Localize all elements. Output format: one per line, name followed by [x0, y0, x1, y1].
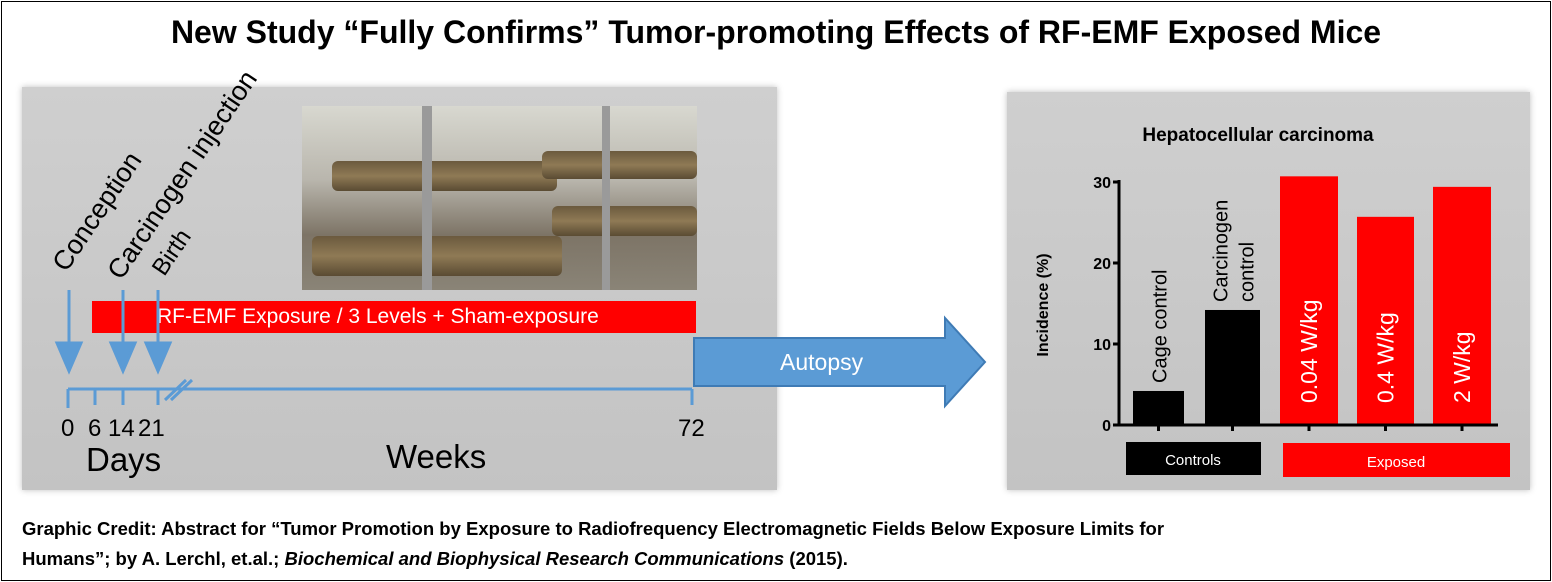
- bar-1: [1205, 309, 1260, 425]
- credit-suffix: (2015).: [784, 548, 848, 569]
- carcinogen-arrowhead: [108, 341, 138, 375]
- tick-0: 0: [61, 415, 75, 442]
- y-axis-label: Incidence (%): [1035, 253, 1052, 356]
- birth-arrowhead: [143, 341, 173, 375]
- y-tick-label-0: 0: [1102, 418, 1111, 435]
- exposure-bar: RF-EMF Exposure / 3 Levels + Sham-exposu…: [92, 301, 696, 333]
- bar-label-1: Carcinogen: [1211, 200, 1233, 302]
- y-tick-label-20: 20: [1093, 256, 1111, 273]
- group-exposed: [1283, 443, 1510, 477]
- tick-6: 6: [88, 415, 102, 442]
- bar-0: [1133, 390, 1184, 425]
- page-title: New Study “Fully Confirms” Tumor-promoti…: [170, 14, 1382, 50]
- bar-label-1: control: [1237, 242, 1259, 302]
- tick-72: 72: [678, 415, 705, 442]
- bar-label-2: 0.04 W/kg: [1296, 299, 1322, 403]
- conception-arrowhead: [54, 341, 84, 375]
- credit-line-1: Graphic Credit: Abstract for “Tumor Prom…: [22, 518, 1165, 539]
- bar-2: [1280, 176, 1338, 425]
- group-controls: [1126, 442, 1261, 475]
- group-exposed-label: Exposed: [1367, 454, 1425, 471]
- days-label: Days: [86, 441, 162, 478]
- y-tick-label-30: 30: [1093, 175, 1111, 192]
- autopsy-label: Autopsy: [780, 349, 864, 375]
- credit-journal: Biochemical and Biophysical Research Com…: [284, 548, 785, 569]
- credit-prefix: Humans”; by A. Lerchl, et.al.;: [22, 548, 285, 569]
- exposure-bar-label: RF-EMF Exposure / 3 Levels + Sham-exposu…: [157, 305, 599, 328]
- bar-4: [1433, 186, 1491, 425]
- weeks-label: Weeks: [386, 438, 487, 475]
- bar-label-4: 2 W/kg: [1449, 331, 1475, 403]
- tick-21: 21: [138, 415, 165, 442]
- chart-title: Hepatocellular carcinoma: [1142, 125, 1374, 146]
- exposure-apparatus-photo: [302, 106, 697, 290]
- bar-label-3: 0.4 W/kg: [1373, 312, 1399, 403]
- timeline-axis: [66, 378, 694, 408]
- autopsy-arrow: [693, 315, 987, 409]
- group-controls-label: Controls: [1165, 452, 1221, 469]
- tick-14: 14: [108, 415, 135, 442]
- bar-label-0: Cage control: [1150, 270, 1172, 383]
- y-tick-label-10: 10: [1093, 337, 1111, 354]
- bar-3: [1357, 216, 1414, 425]
- credit-line-2: Humans”; by A. Lerchl, et.al.; Biochemic…: [22, 548, 848, 570]
